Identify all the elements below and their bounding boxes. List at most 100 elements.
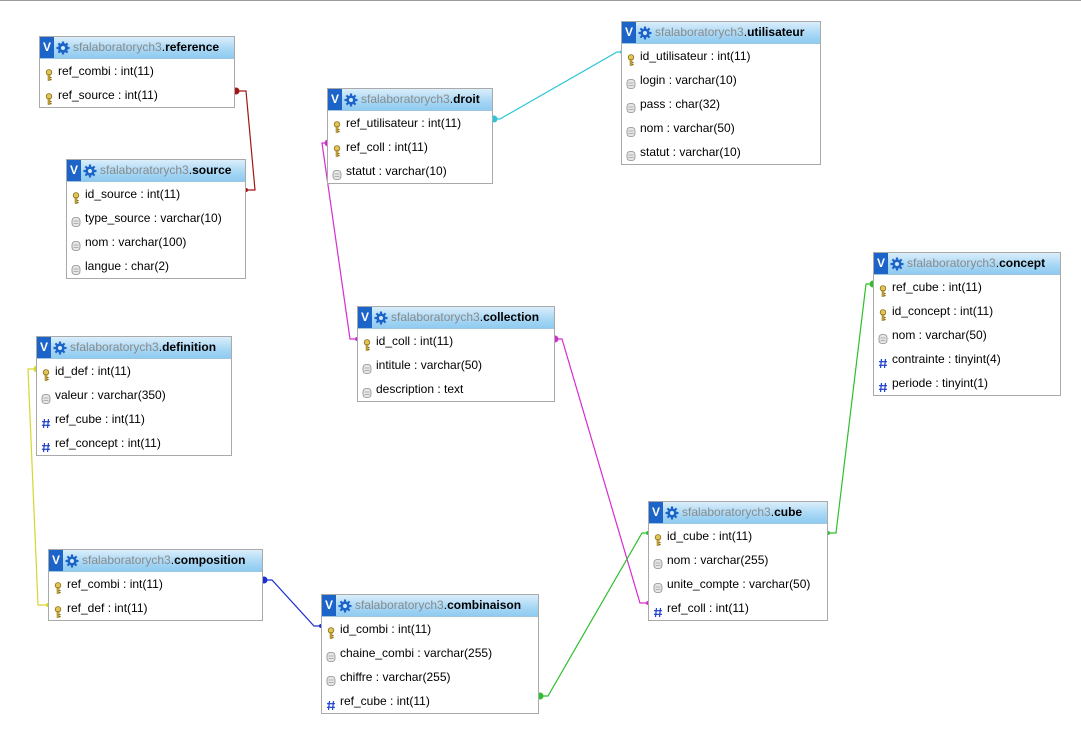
gear-icon[interactable] [338,599,352,613]
table-combinaison[interactable]: V sfalaboratorych3.combinaison id_combi … [321,594,539,714]
numeric-icon [326,695,336,711]
table-source[interactable]: V sfalaboratorych3.source id_source : in… [66,159,246,279]
column-row[interactable]: id_coll : int(11) [358,329,554,353]
column-label: description : text [376,382,464,396]
column-row[interactable]: id_utilisateur : int(11) [622,44,820,68]
column-row[interactable]: description : text [358,377,554,401]
toggle-columns-button[interactable]: V [322,595,336,616]
toggle-columns-button[interactable]: V [328,89,342,110]
table-composition[interactable]: V sfalaboratorych3.composition ref_combi… [48,549,263,621]
column-row[interactable]: chiffre : varchar(255) [322,665,538,689]
column-row[interactable]: intitule : varchar(50) [358,353,554,377]
column-row[interactable]: ref_def : int(11) [49,596,262,620]
table-cube[interactable]: V sfalaboratorych3.cube id_cube : int(11… [648,501,828,621]
table-header[interactable]: V sfalaboratorych3.cube [649,502,827,524]
column-row[interactable]: ref_combi : int(11) [40,59,234,83]
gear-icon[interactable] [374,311,388,325]
column-row[interactable]: login : varchar(10) [622,68,820,92]
table-name: concept [999,256,1046,270]
toggle-columns-button[interactable]: V [622,22,636,43]
table-header[interactable]: V sfalaboratorych3.source [67,160,245,182]
toggle-columns-button[interactable]: V [67,160,81,181]
gear-icon[interactable] [65,554,79,568]
toggle-columns-button[interactable]: V [49,550,63,571]
column-row[interactable]: ref_cube : int(11) [37,407,231,431]
table-droit[interactable]: V sfalaboratorych3.droit ref_utilisateur… [327,88,493,184]
gear-icon[interactable] [56,41,70,55]
column-label: contrainte : tinyint(4) [892,352,1001,366]
column-row[interactable]: ref_concept : int(11) [37,431,231,455]
column-row[interactable]: ref_coll : int(11) [328,135,492,159]
column-row[interactable]: chaine_combi : varchar(255) [322,641,538,665]
table-header[interactable]: V sfalaboratorych3.concept [874,253,1060,275]
table-reference[interactable]: V sfalaboratorych3.reference ref_combi :… [39,36,235,108]
column-row[interactable]: ref_cube : int(11) [874,275,1060,299]
gear-icon[interactable] [638,26,652,40]
table-definition[interactable]: V sfalaboratorych3.definition id_def : i… [36,336,232,456]
toggle-columns-button[interactable]: V [37,337,51,358]
column-row[interactable]: valeur : varchar(350) [37,383,231,407]
table-header[interactable]: V sfalaboratorych3.droit [328,89,492,111]
column-row[interactable]: ref_cube : int(11) [322,689,538,713]
column-icon [71,260,81,275]
gear-icon[interactable] [83,164,97,178]
table-header[interactable]: V sfalaboratorych3.reference [40,37,234,59]
column-row[interactable]: contrainte : tinyint(4) [874,347,1060,371]
table-name: composition [174,553,246,567]
table-header[interactable]: V sfalaboratorych3.collection [358,307,554,329]
gear-icon[interactable] [890,257,904,271]
column-row[interactable]: pass : char(32) [622,92,820,116]
table-title: sfalaboratorych3.utilisateur [655,25,805,39]
toggle-columns-button[interactable]: V [358,307,372,328]
column-row[interactable]: ref_utilisateur : int(11) [328,111,492,135]
column-row[interactable]: ref_coll : int(11) [649,596,827,620]
column-row[interactable]: nom : varchar(50) [874,323,1060,347]
column-row[interactable]: id_cube : int(11) [649,524,827,548]
column-row[interactable]: id_concept : int(11) [874,299,1060,323]
column-row[interactable]: periode : tinyint(1) [874,371,1060,395]
column-label: ref_combi : int(11) [67,577,163,591]
gear-icon[interactable] [665,506,679,520]
database-name: sfalaboratorych3 [70,340,159,354]
column-list: id_coll : int(11)intitule : varchar(50) d… [358,329,554,401]
table-title: sfalaboratorych3.reference [73,40,220,54]
table-collection[interactable]: V sfalaboratorych3.collection id_coll : … [357,306,555,402]
column-row[interactable]: id_combi : int(11) [322,617,538,641]
table-header[interactable]: V sfalaboratorych3.utilisateur [622,22,820,44]
toggle-columns-button[interactable]: V [649,502,663,523]
column-icon [326,671,336,686]
column-row[interactable]: unite_compte : varchar(50) [649,572,827,596]
column-icon [626,122,636,137]
table-title: sfalaboratorych3.definition [70,340,217,354]
toggle-columns-button[interactable]: V [874,253,888,274]
table-header[interactable]: V sfalaboratorych3.combinaison [322,595,538,617]
column-row[interactable]: statut : varchar(10) [622,140,820,164]
column-icon [362,359,372,374]
column-row[interactable]: statut : varchar(10) [328,159,492,183]
column-row[interactable]: nom : varchar(100) [67,230,245,254]
column-list: id_combi : int(11)chaine_combi : varchar… [322,617,538,713]
column-row[interactable]: id_def : int(11) [37,359,231,383]
table-name: reference [165,40,220,54]
column-row[interactable]: nom : varchar(50) [622,116,820,140]
key-icon [44,65,54,81]
column-label: pass : char(32) [640,97,721,111]
column-row[interactable]: id_source : int(11) [67,182,245,206]
toggle-columns-button[interactable]: V [40,37,54,58]
column-row[interactable]: nom : varchar(255) [649,548,827,572]
column-label: nom : varchar(50) [892,328,987,342]
table-header[interactable]: V sfalaboratorych3.composition [49,550,262,572]
column-row[interactable]: langue : char(2) [67,254,245,278]
column-row[interactable]: ref_combi : int(11) [49,572,262,596]
column-list: id_cube : int(11)nom : varchar(255)unite… [649,524,827,620]
table-header[interactable]: V sfalaboratorych3.definition [37,337,231,359]
key-icon [326,623,336,639]
column-row[interactable]: type_source : varchar(10) [67,206,245,230]
key-icon [332,117,342,133]
column-row[interactable]: ref_source : int(11) [40,83,234,107]
gear-icon[interactable] [344,93,358,107]
table-concept[interactable]: V sfalaboratorych3.concept ref_cube : in… [873,252,1061,396]
column-label: chiffre : varchar(255) [340,670,451,684]
table-utilisateur[interactable]: V sfalaboratorych3.utilisateur id_utilis… [621,21,821,165]
gear-icon[interactable] [53,341,67,355]
